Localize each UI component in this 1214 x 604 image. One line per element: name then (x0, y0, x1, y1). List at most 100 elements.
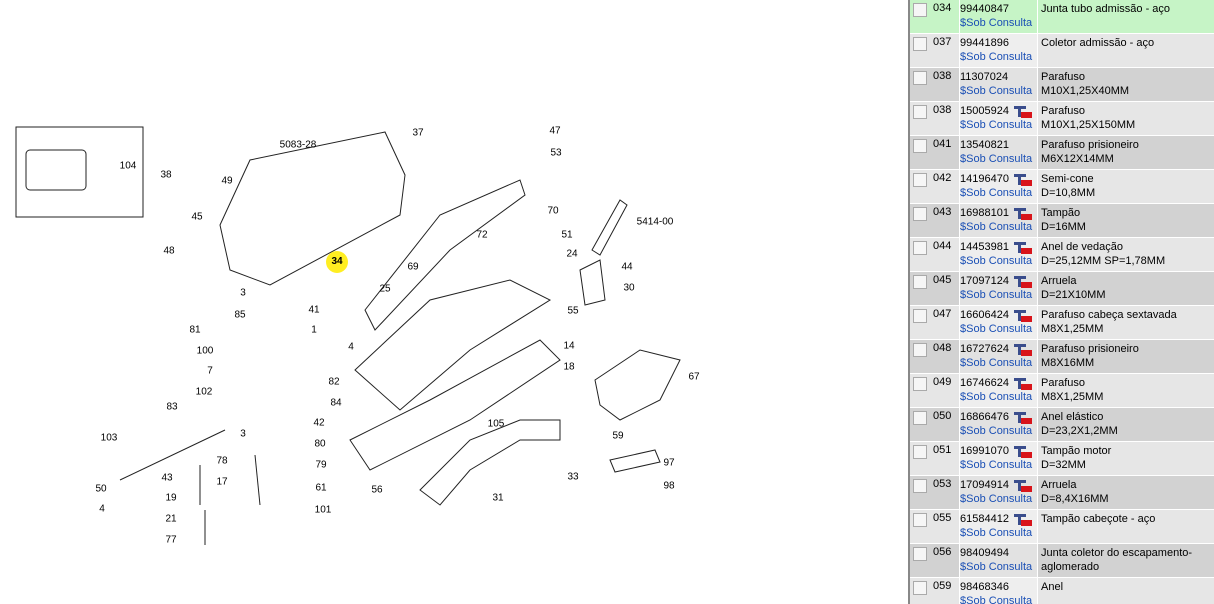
select-checkbox[interactable] (913, 207, 927, 221)
price-link[interactable]: $Sob Consulta (960, 595, 1033, 604)
callout-21[interactable]: 21 (165, 513, 177, 525)
part-row[interactable]: 049 16746624 $Sob Consulta Parafuso M8X1… (910, 374, 1214, 408)
select-checkbox[interactable] (913, 411, 927, 425)
part-row[interactable]: 038 11307024 $Sob Consulta Parafuso M10X… (910, 68, 1214, 102)
callout-81[interactable]: 81 (189, 324, 201, 336)
callout-97[interactable]: 97 (663, 457, 675, 469)
callout-59[interactable]: 59 (612, 430, 624, 442)
callout-18[interactable]: 18 (563, 361, 575, 373)
select-checkbox[interactable] (913, 139, 927, 153)
callout-78[interactable]: 78 (216, 455, 228, 467)
select-checkbox[interactable] (913, 71, 927, 85)
callout-84[interactable]: 84 (330, 397, 342, 409)
select-checkbox[interactable] (913, 275, 927, 289)
select-checkbox[interactable] (913, 547, 927, 561)
callout-83[interactable]: 83 (166, 401, 178, 413)
callout-47[interactable]: 47 (549, 125, 561, 137)
callout-31[interactable]: 31 (492, 492, 504, 504)
callout-14[interactable]: 14 (563, 340, 575, 352)
callout-53[interactable]: 53 (550, 147, 562, 159)
part-row[interactable]: 051 16991070 $Sob Consulta Tampão motor … (910, 442, 1214, 476)
callout-55[interactable]: 55 (567, 305, 579, 317)
related-parts-icon[interactable] (1013, 479, 1033, 493)
select-checkbox[interactable] (913, 343, 927, 357)
related-parts-icon[interactable] (1013, 445, 1033, 459)
part-row[interactable]: 037 99441896 $Sob Consulta Coletor admis… (910, 34, 1214, 68)
callout-105[interactable]: 105 (487, 418, 505, 430)
callout-4[interactable]: 4 (348, 341, 354, 353)
price-link[interactable]: $Sob Consulta (960, 357, 1033, 369)
callout-82[interactable]: 82 (328, 376, 340, 388)
callout-72[interactable]: 72 (476, 229, 488, 241)
related-parts-icon[interactable] (1013, 411, 1033, 425)
callout-77[interactable]: 77 (165, 534, 177, 546)
related-parts-icon[interactable] (1013, 207, 1033, 221)
part-row[interactable]: 059 98468346 $Sob Consulta Anel (910, 578, 1214, 604)
callout-51[interactable]: 51 (561, 229, 573, 241)
callout-24[interactable]: 24 (566, 248, 578, 260)
callout-98[interactable]: 98 (663, 480, 675, 492)
price-link[interactable]: $Sob Consulta (960, 561, 1033, 573)
select-checkbox[interactable] (913, 513, 927, 527)
callout-34[interactable]: 34 (326, 251, 348, 273)
callout-37[interactable]: 37 (412, 127, 424, 139)
related-parts-icon[interactable] (1013, 309, 1033, 323)
select-checkbox[interactable] (913, 309, 927, 323)
price-link[interactable]: $Sob Consulta (960, 391, 1033, 403)
callout-67[interactable]: 67 (688, 371, 700, 383)
price-link[interactable]: $Sob Consulta (960, 255, 1033, 267)
part-row[interactable]: 045 17097124 $Sob Consulta Arruela D=21X… (910, 272, 1214, 306)
callout-56[interactable]: 56 (371, 484, 383, 496)
price-link[interactable]: $Sob Consulta (960, 85, 1033, 97)
callout-70[interactable]: 70 (547, 205, 559, 217)
part-row[interactable]: 042 14196470 $Sob Consulta Semi-cone D=1… (910, 170, 1214, 204)
callout-61[interactable]: 61 (315, 482, 327, 494)
part-row[interactable]: 044 14453981 $Sob Consulta Anel de vedaç… (910, 238, 1214, 272)
part-row[interactable]: 041 13540821 $Sob Consulta Parafuso pris… (910, 136, 1214, 170)
price-link[interactable]: $Sob Consulta (960, 323, 1033, 335)
callout-3[interactable]: 3 (240, 287, 246, 299)
callout-41[interactable]: 41 (308, 304, 320, 316)
price-link[interactable]: $Sob Consulta (960, 493, 1033, 505)
part-row[interactable]: 038 15005924 $Sob Consulta Parafuso M10X… (910, 102, 1214, 136)
callout-85[interactable]: 85 (234, 309, 246, 321)
price-link[interactable]: $Sob Consulta (960, 459, 1033, 471)
price-link[interactable]: $Sob Consulta (960, 17, 1033, 29)
callout-19[interactable]: 19 (165, 492, 177, 504)
part-row[interactable]: 043 16988101 $Sob Consulta Tampão D=16MM (910, 204, 1214, 238)
part-row[interactable]: 055 61584412 $Sob Consulta Tampão cabeço… (910, 510, 1214, 544)
price-link[interactable]: $Sob Consulta (960, 221, 1033, 233)
select-checkbox[interactable] (913, 241, 927, 255)
price-link[interactable]: $Sob Consulta (960, 119, 1033, 131)
callout-43[interactable]: 43 (161, 472, 173, 484)
callout-45[interactable]: 45 (191, 211, 203, 223)
price-link[interactable]: $Sob Consulta (960, 187, 1033, 199)
callout-17[interactable]: 17 (216, 476, 228, 488)
callout-44[interactable]: 44 (621, 261, 633, 273)
related-parts-icon[interactable] (1013, 241, 1033, 255)
select-checkbox[interactable] (913, 37, 927, 51)
callout-80[interactable]: 80 (314, 438, 326, 450)
callout-103[interactable]: 103 (100, 432, 118, 444)
callout-79[interactable]: 79 (315, 459, 327, 471)
callout-33[interactable]: 33 (567, 471, 579, 483)
select-checkbox[interactable] (913, 445, 927, 459)
price-link[interactable]: $Sob Consulta (960, 527, 1033, 539)
callout-42[interactable]: 42 (313, 417, 325, 429)
part-row[interactable]: 048 16727624 $Sob Consulta Parafuso pris… (910, 340, 1214, 374)
callout-100[interactable]: 100 (196, 345, 214, 357)
select-checkbox[interactable] (913, 3, 927, 17)
callout-50[interactable]: 50 (95, 483, 107, 495)
related-parts-icon[interactable] (1013, 275, 1033, 289)
callout-69[interactable]: 69 (407, 261, 419, 273)
callout-104[interactable]: 104 (119, 160, 137, 172)
part-row[interactable]: 034 99440847 $Sob Consulta Junta tubo ad… (910, 0, 1214, 34)
select-checkbox[interactable] (913, 105, 927, 119)
callout-7[interactable]: 7 (207, 365, 213, 377)
related-parts-icon[interactable] (1013, 377, 1033, 391)
part-row[interactable]: 056 98409494 $Sob Consulta Junta coletor… (910, 544, 1214, 578)
price-link[interactable]: $Sob Consulta (960, 51, 1033, 63)
related-parts-icon[interactable] (1013, 343, 1033, 357)
callout-5083-28[interactable]: 5083-28 (279, 139, 317, 151)
callout-101[interactable]: 101 (314, 504, 332, 516)
